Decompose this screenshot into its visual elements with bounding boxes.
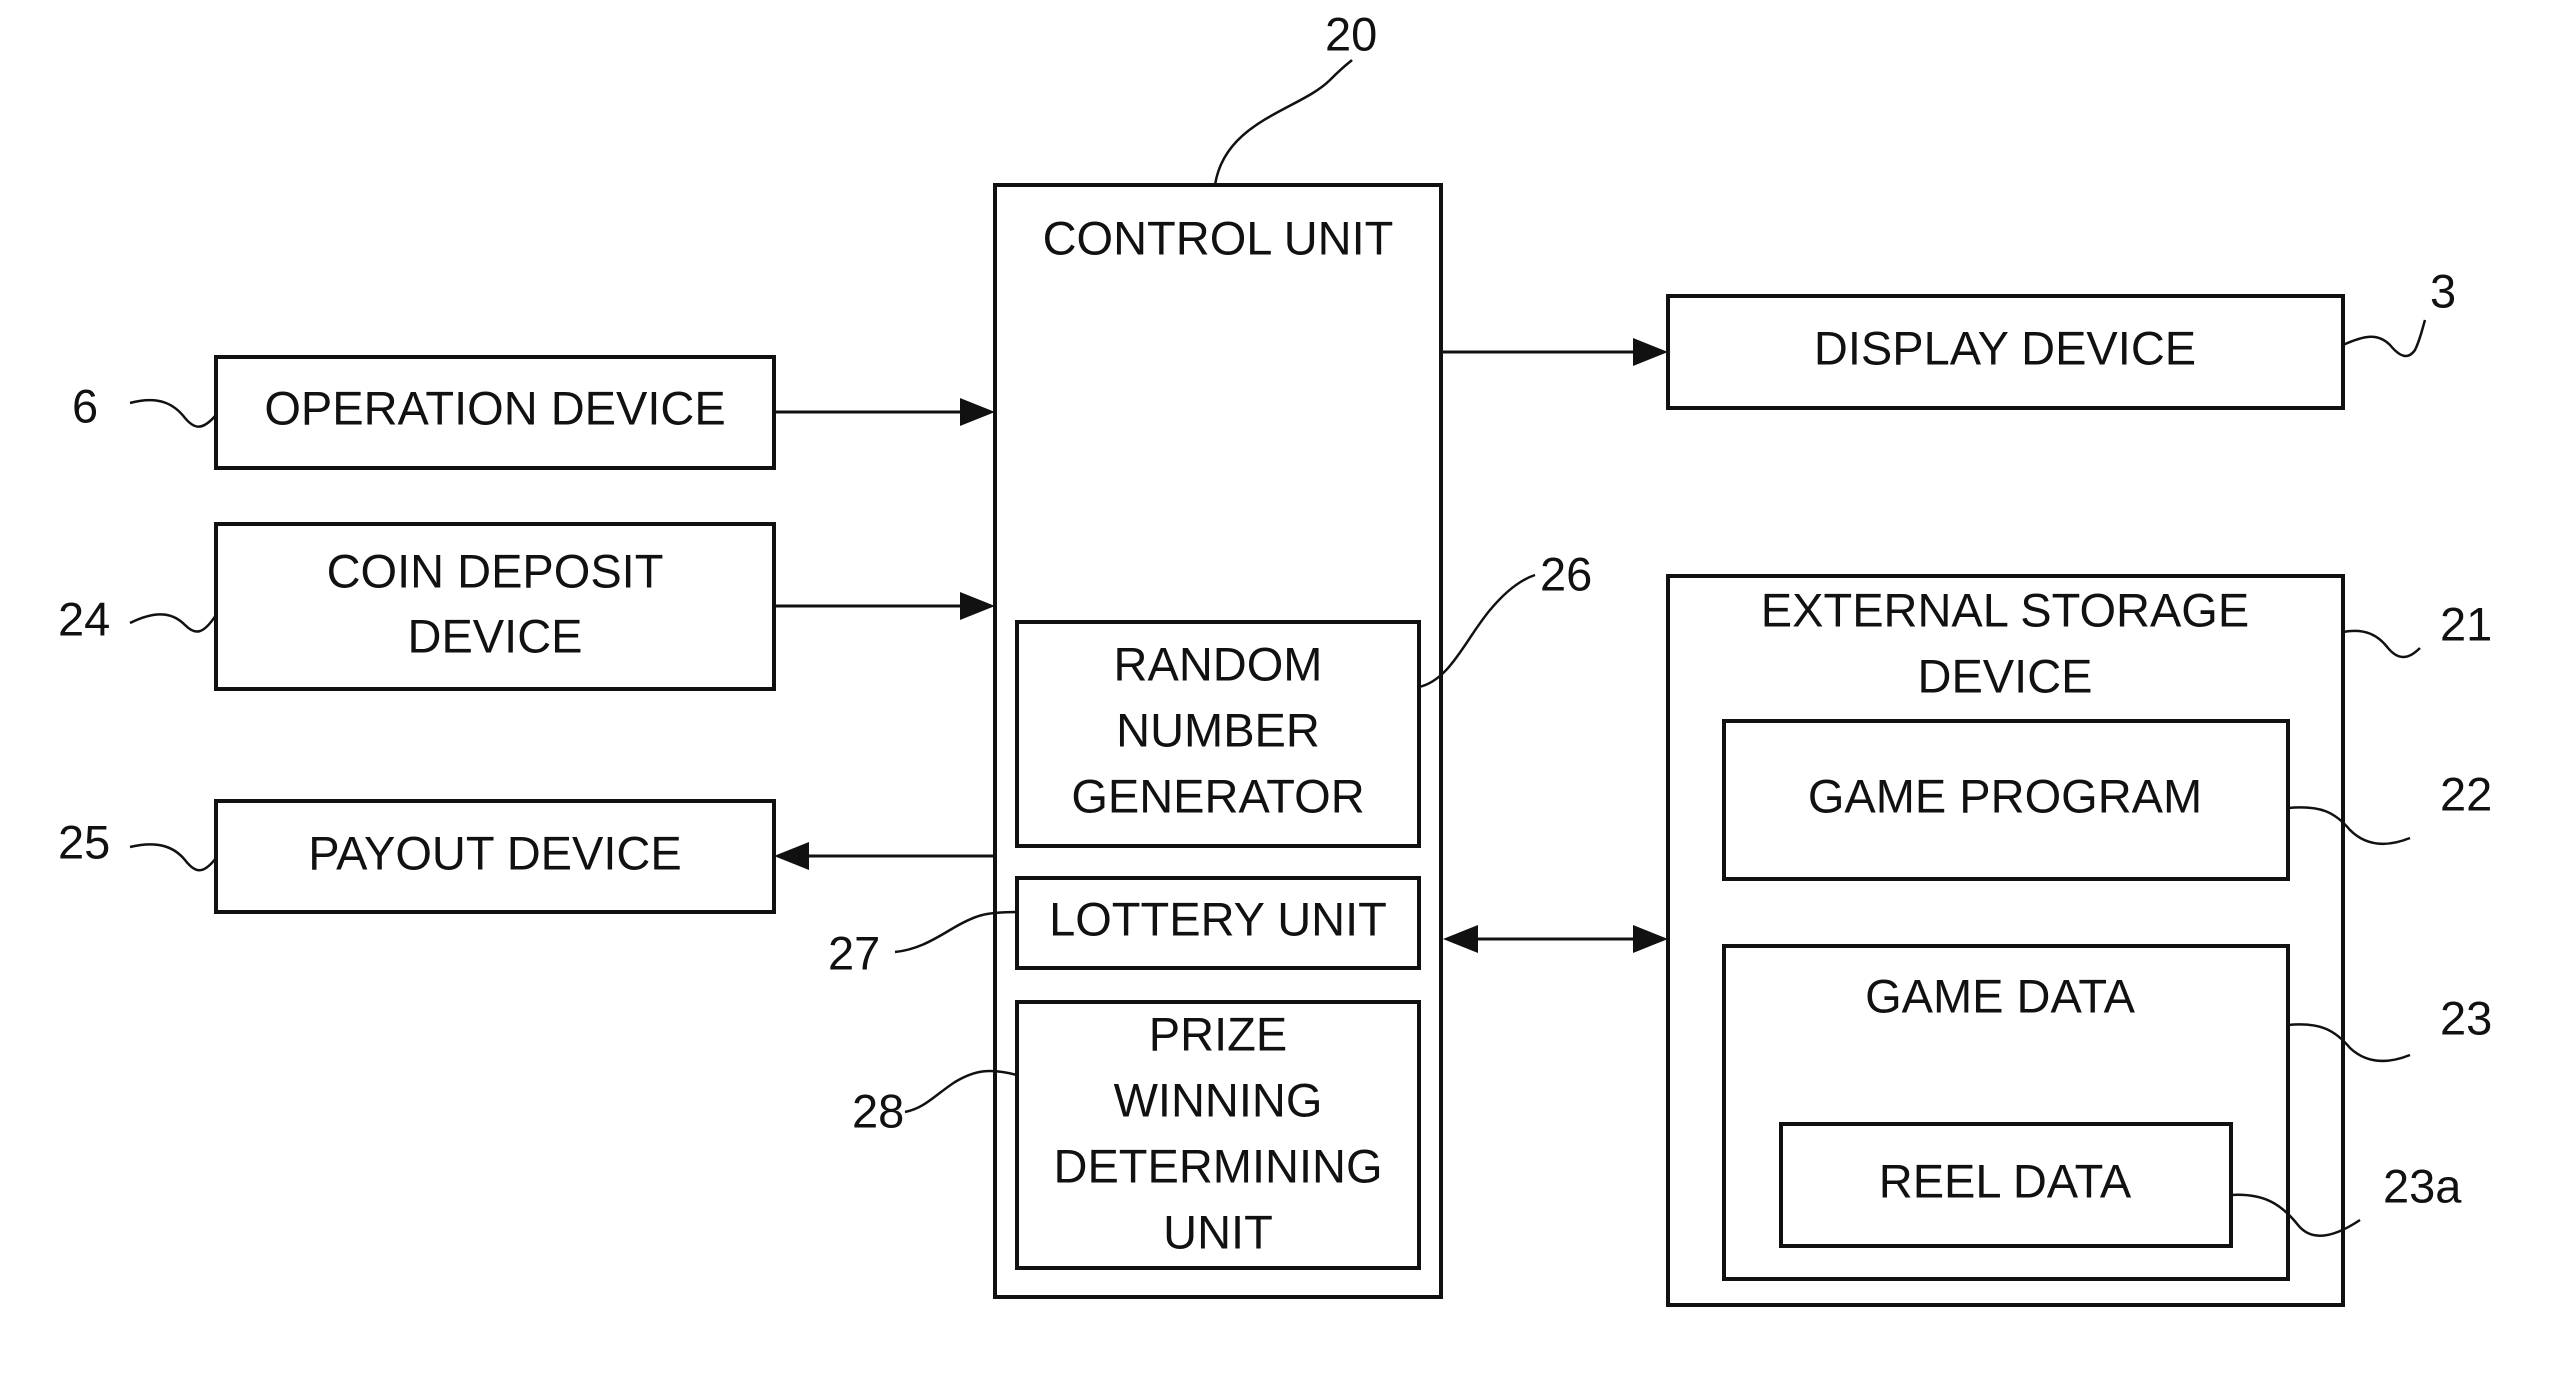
random-number-generator-label-line-2: NUMBER: [1116, 703, 1320, 756]
display-device-block: DISPLAY DEVICE 3: [1668, 264, 2456, 408]
arrow-left-icon: [774, 842, 809, 870]
lottery-unit-block: LOTTERY UNIT 27: [828, 878, 1419, 979]
display-device-leader-line: [2343, 320, 2425, 356]
game-program-label: GAME PROGRAM: [1808, 769, 2202, 822]
arrow-left-icon: [1443, 925, 1478, 953]
operation-device-block: OPERATION DEVICE 6: [72, 357, 774, 468]
arrow-operation-to-control: [774, 398, 995, 426]
prize-winning-determining-unit-label-line-2: WINNING: [1114, 1073, 1323, 1126]
arrow-control-to-payout: [774, 842, 995, 870]
coin-deposit-device-ref-number: 24: [58, 592, 110, 645]
external-storage-device-label-line-2: DEVICE: [1918, 649, 2093, 702]
external-storage-device-leader-line: [2343, 631, 2420, 657]
prize-winning-determining-unit-label-line-1: PRIZE: [1149, 1007, 1287, 1060]
control-unit-leader-line: [1215, 60, 1352, 185]
coin-deposit-device-leader-line: [130, 614, 216, 631]
external-storage-device-ref-number: 21: [2440, 597, 2492, 650]
random-number-generator-label-line-1: RANDOM: [1114, 637, 1323, 690]
prize-winning-determining-unit-block: PRIZE WINNING DETERMINING UNIT 28: [852, 1002, 1419, 1268]
arrow-coin-deposit-to-control: [774, 592, 995, 620]
arrow-right-icon: [960, 592, 995, 620]
payout-device-label: PAYOUT DEVICE: [308, 826, 681, 879]
coin-deposit-device-label-line-1: COIN DEPOSIT: [327, 544, 664, 597]
random-number-generator-ref-number: 26: [1540, 547, 1592, 600]
reel-data-label: REEL DATA: [1879, 1154, 2132, 1207]
payout-device-ref-number: 25: [58, 815, 110, 868]
operation-device-leader-line: [130, 400, 216, 427]
lottery-unit-ref-number: 27: [828, 926, 880, 979]
arrow-control-to-display: [1441, 338, 1668, 366]
display-device-ref-number: 3: [2430, 264, 2456, 317]
operation-device-label: OPERATION DEVICE: [264, 381, 725, 434]
arrow-control-external-storage-bidirectional: [1443, 925, 1668, 953]
random-number-generator-label-line-3: GENERATOR: [1071, 769, 1364, 822]
prize-winning-determining-unit-label-line-4: UNIT: [1163, 1205, 1273, 1258]
prize-winning-determining-unit-label-line-3: DETERMINING: [1054, 1139, 1383, 1192]
payout-device-block: PAYOUT DEVICE 25: [58, 801, 774, 912]
external-storage-device-label-line-1: EXTERNAL STORAGE: [1761, 583, 2249, 636]
lottery-unit-label: LOTTERY UNIT: [1049, 892, 1387, 945]
control-unit-ref-number: 20: [1325, 7, 1377, 60]
arrow-right-icon: [960, 398, 995, 426]
game-program-block: GAME PROGRAM 22: [1724, 721, 2492, 879]
game-data-label: GAME DATA: [1865, 969, 2135, 1022]
control-unit-label: CONTROL UNIT: [1043, 211, 1394, 264]
operation-device-ref-number: 6: [72, 379, 98, 432]
game-data-ref-number: 23: [2440, 991, 2492, 1044]
payout-device-leader-line: [130, 844, 216, 870]
reel-data-ref-number: 23a: [2383, 1159, 2462, 1212]
arrow-right-icon: [1633, 338, 1668, 366]
coin-deposit-device-label-line-2: DEVICE: [408, 609, 583, 662]
reel-data-block: REEL DATA 23a: [1781, 1124, 2462, 1246]
game-program-ref-number: 22: [2440, 767, 2492, 820]
coin-deposit-device-block: COIN DEPOSIT DEVICE 24: [58, 524, 774, 689]
arrow-right-icon: [1633, 925, 1668, 953]
prize-winning-determining-unit-ref-number: 28: [852, 1084, 904, 1137]
display-device-label: DISPLAY DEVICE: [1814, 321, 2196, 374]
